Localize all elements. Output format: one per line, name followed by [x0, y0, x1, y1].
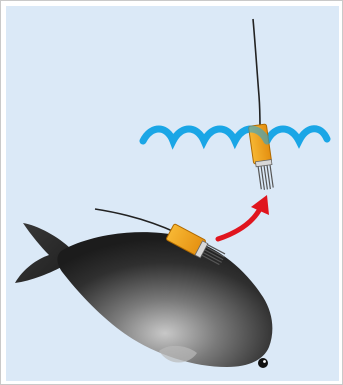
curved-arrow-icon	[218, 195, 269, 239]
seal-icon	[15, 223, 272, 368]
diagram-panel	[6, 6, 339, 381]
floating-tag-icon	[235, 19, 275, 191]
seal-tag-diagram	[6, 6, 339, 381]
